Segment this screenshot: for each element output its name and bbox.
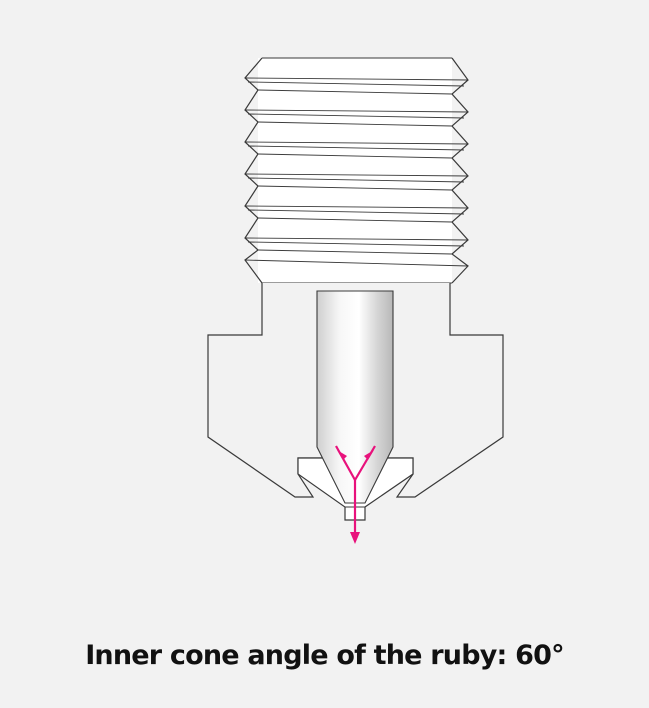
flow-arrows <box>335 445 376 544</box>
right-arrowhead-icon <box>364 450 374 460</box>
thread-section <box>244 57 469 284</box>
left-arrowhead-icon <box>337 450 347 460</box>
down-arrowhead-icon <box>350 532 360 544</box>
thread-right-profile <box>451 57 469 284</box>
diagram-caption: Inner cone angle of the ruby: 60° <box>85 640 564 671</box>
